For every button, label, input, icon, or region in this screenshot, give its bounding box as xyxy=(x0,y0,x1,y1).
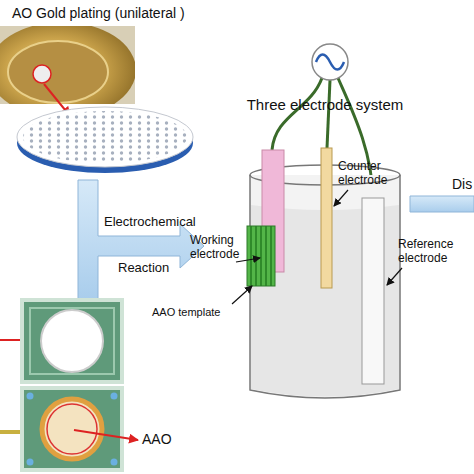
reference-electrode xyxy=(362,198,384,384)
screw xyxy=(27,393,34,400)
wire xyxy=(272,78,322,150)
holder-frame xyxy=(22,388,122,470)
ac-wave xyxy=(316,55,344,70)
text-label: Counter electrode xyxy=(338,160,400,188)
text-label: AAO template xyxy=(152,306,220,319)
text-label: Reference electrode xyxy=(398,238,470,266)
process-arrow xyxy=(78,180,204,300)
red-arrow xyxy=(74,430,138,440)
aao-spot xyxy=(33,65,51,83)
leader-arrow xyxy=(232,286,252,304)
group-heading: Three electrode system xyxy=(235,96,415,113)
text-label: AAO xyxy=(142,431,172,447)
gold-photo xyxy=(0,26,135,104)
text-label: Dis xyxy=(452,176,472,192)
leader-arrow xyxy=(334,190,348,206)
aao-membrane xyxy=(47,404,97,454)
screw xyxy=(27,459,34,466)
aao-ring xyxy=(42,399,102,459)
text-label: AO Gold plating (unilateral ) xyxy=(12,5,185,21)
power-source xyxy=(312,44,348,80)
text-label: Reaction xyxy=(118,261,169,276)
text-label: Working electrode xyxy=(190,234,246,262)
gold-dish-inner xyxy=(8,41,108,103)
counter-electrode xyxy=(321,148,332,288)
disk-top xyxy=(17,107,193,167)
wire xyxy=(327,80,330,148)
leader-arrow xyxy=(387,268,402,285)
disk-pores xyxy=(23,111,187,163)
process-arrow xyxy=(410,196,474,212)
text-label: Electrochemical xyxy=(104,215,194,230)
gold-dish xyxy=(0,26,135,104)
screw xyxy=(111,459,118,466)
screw xyxy=(111,393,118,400)
aao-template xyxy=(247,226,275,286)
holder-frame xyxy=(22,300,122,382)
holder-window xyxy=(41,310,103,372)
beaker-group: Three electrode system xyxy=(235,96,415,401)
holder-inner-frame xyxy=(30,308,114,374)
leader-arrow xyxy=(236,258,260,262)
